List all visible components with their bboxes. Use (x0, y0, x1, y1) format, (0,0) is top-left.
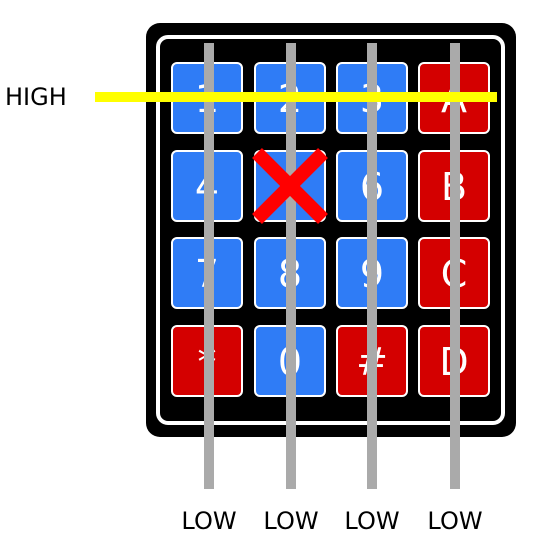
high-label: HIGH (5, 83, 67, 111)
keypad-inner-border (156, 35, 505, 425)
low-label-4: LOW (427, 507, 482, 535)
low-label-1: LOW (181, 507, 236, 535)
high-row-line-group (95, 92, 497, 102)
column-wire-3 (367, 43, 377, 489)
cross-stroke-2 (252, 148, 328, 224)
column-wire-4 (450, 43, 460, 489)
pressed-key-cross (252, 148, 328, 224)
high-row-line (95, 92, 497, 102)
column-wires (204, 43, 460, 489)
low-labels: LOW LOW LOW LOW (181, 507, 482, 535)
column-wire-1 (204, 43, 214, 489)
low-label-3: LOW (344, 507, 399, 535)
column-wire-2 (286, 43, 296, 489)
low-label-2: LOW (263, 507, 318, 535)
